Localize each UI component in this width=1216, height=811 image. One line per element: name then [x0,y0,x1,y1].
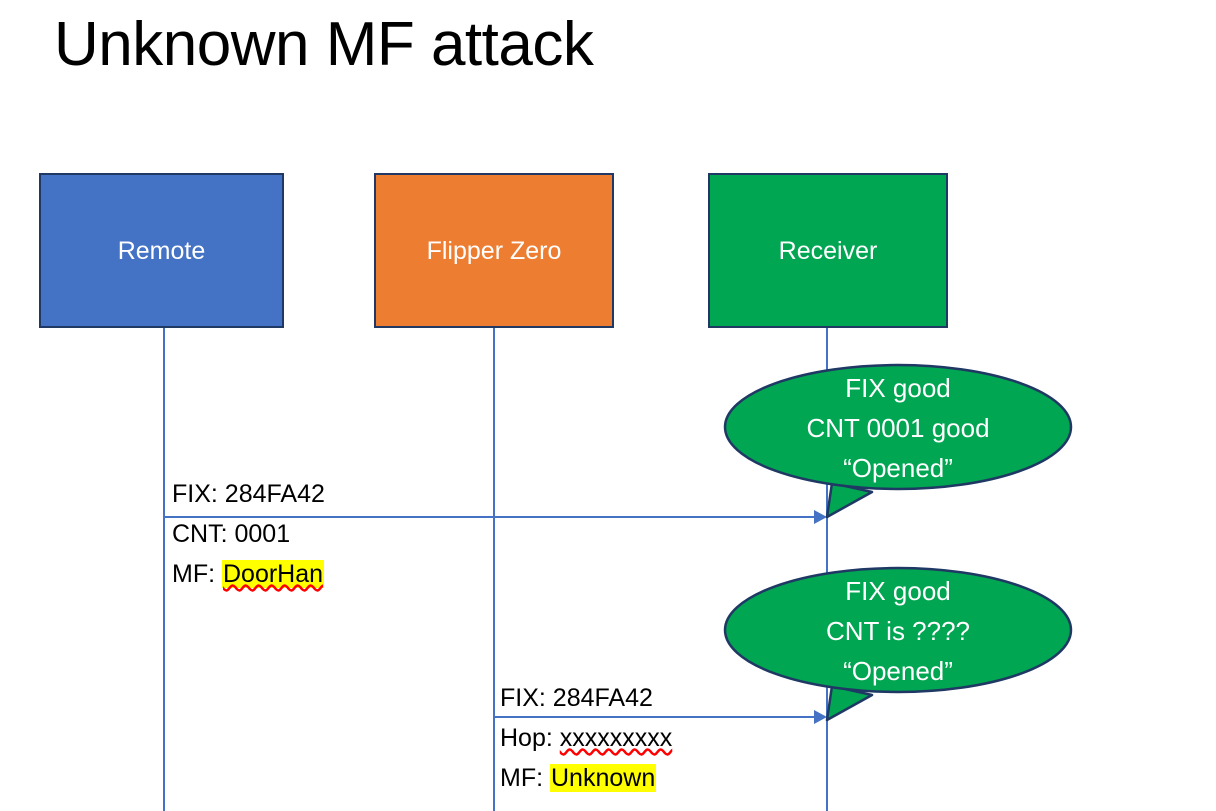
message-line-prefix: MF: [172,560,222,588]
message-line-value-highlighted: DoorHan [222,560,325,588]
message-line-fix-1: FIX: 284FA42 [172,474,325,514]
message-arrow-head-2 [814,710,827,724]
actor-label-flipper: Flipper Zero [426,236,562,265]
actor-box-receiver[interactable]: Receiver [708,173,948,328]
message-arrow-head-1 [814,510,827,524]
speech-bubble-shape-2 [723,566,1073,722]
message-arrow-line-1 [163,516,815,518]
message-line-prefix: MF: [500,764,550,792]
message-line-prefix: Hop: [500,724,560,752]
message-line-hop-2: Hop: xxxxxxxxx [500,718,672,758]
message-label-2: FIX: 284FA42 Hop: xxxxxxxxx MF: Unknown [500,678,672,798]
message-line-value: 284FA42 [224,480,325,508]
message-line-prefix: CNT: [172,520,235,548]
page-title: Unknown MF attack [54,10,594,79]
message-line-value-spellchecked: xxxxxxxxx [559,724,673,752]
message-line-value: 284FA42 [552,684,653,712]
message-line-value: 0001 [234,520,291,548]
message-line-cnt-1: CNT: 0001 [172,514,325,554]
lifeline-remote [163,327,165,811]
actor-label-remote: Remote [117,236,206,265]
message-line-prefix: FIX: [172,480,225,508]
message-line-mf-2: MF: Unknown [500,758,672,798]
lifeline-flipper [493,327,495,811]
message-label-1: FIX: 284FA42 CNT: 0001 MF: DoorHan [172,474,325,594]
actor-box-flipper[interactable]: Flipper Zero [374,173,614,328]
message-line-prefix: FIX: [500,684,553,712]
speech-bubble-shape-1 [723,363,1073,519]
message-line-fix-2: FIX: 284FA42 [500,678,672,718]
actor-label-receiver: Receiver [778,236,878,265]
message-line-value-highlighted: Unknown [550,764,657,792]
message-arrow-line-2 [493,716,815,718]
speech-bubble-receiver-1[interactable]: FIX good CNT 0001 good “Opened” [722,362,1074,522]
actor-box-remote[interactable]: Remote [39,173,284,328]
speech-bubble-receiver-2[interactable]: FIX good CNT is ???? “Opened” [722,565,1074,725]
message-line-mf-1: MF: DoorHan [172,554,325,594]
lifeline-receiver [826,327,828,811]
